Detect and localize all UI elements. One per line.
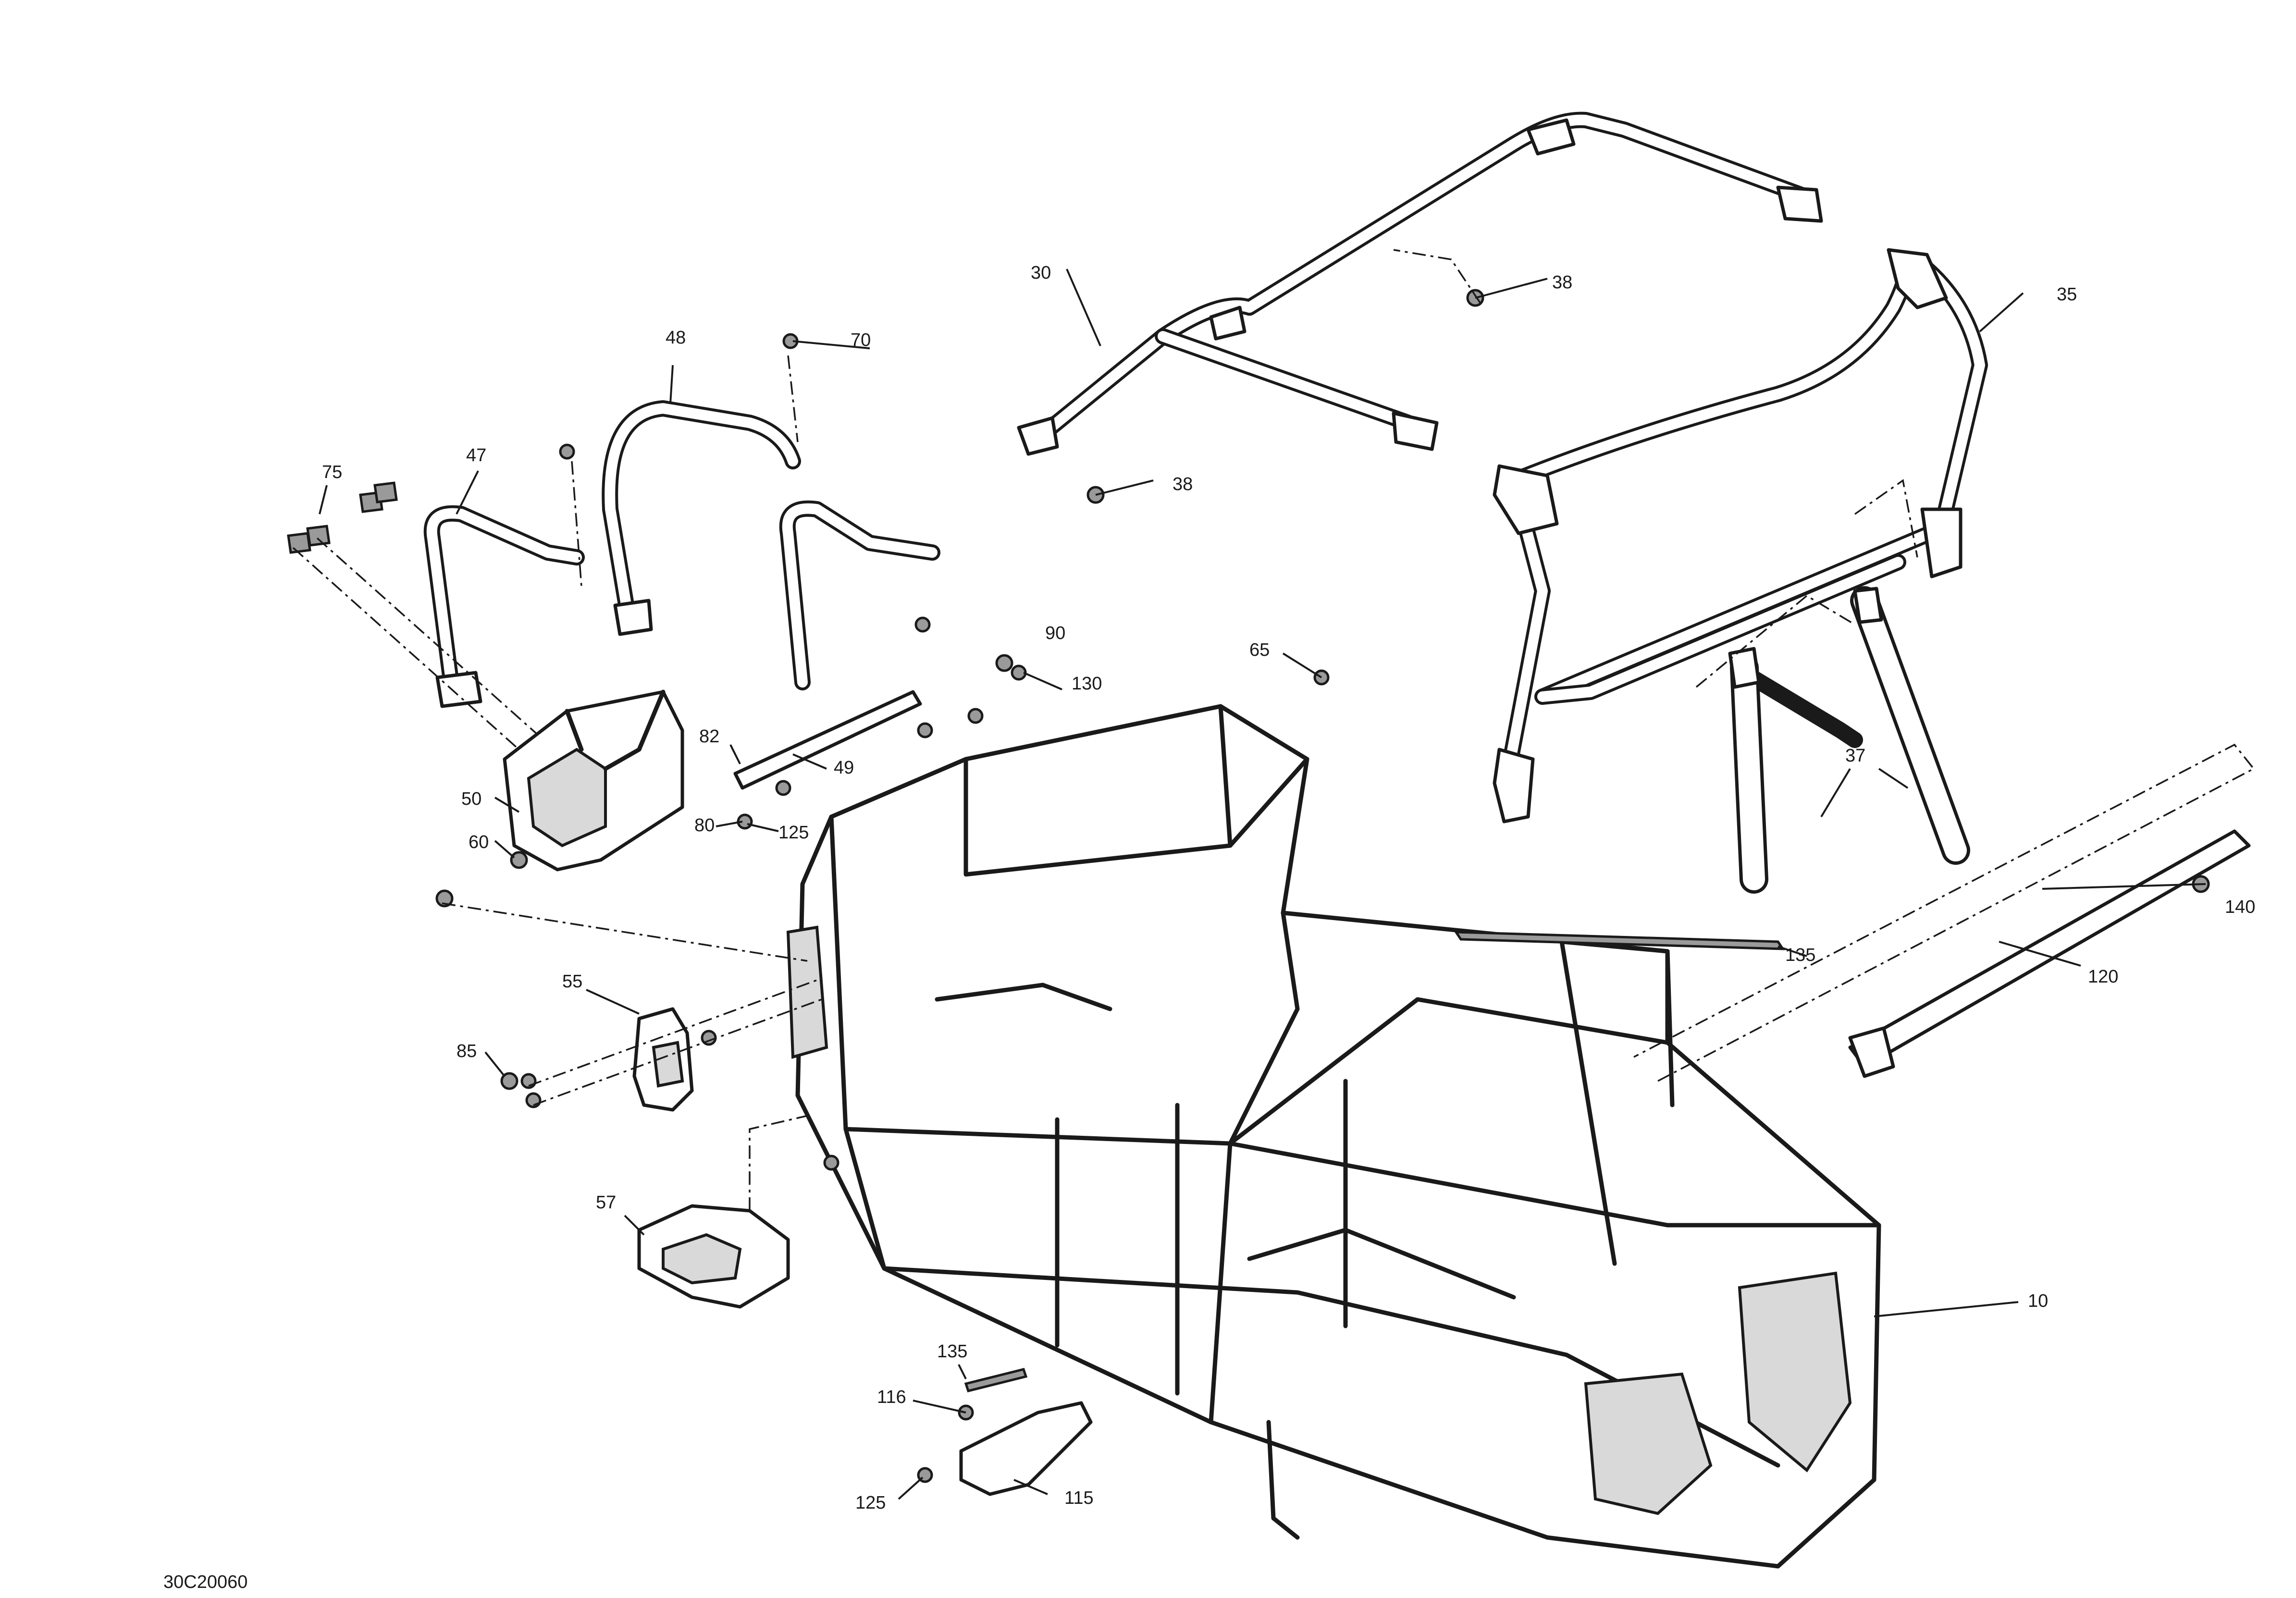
callout-60: 60 (469, 832, 489, 852)
callout-135-upper: 135 (1785, 945, 1815, 965)
callout-35: 35 (2057, 284, 2077, 305)
callout-38-upper: 38 (1552, 272, 1572, 293)
callout-leaders (319, 269, 2206, 1500)
engine-mount-55 (632, 1007, 694, 1112)
callout-10: 10 (2028, 1291, 2048, 1311)
callout-120: 120 (2088, 967, 2118, 987)
callout-65: 65 (1249, 640, 1270, 660)
callout-49: 49 (834, 758, 854, 778)
callout-140: 140 (2225, 897, 2255, 917)
figure-id: 30C20060 (163, 1572, 247, 1592)
callout-90: 90 (1045, 623, 1065, 643)
callout-75: 75 (322, 462, 342, 482)
callout-labels: 10 30 35 37 38 38 47 48 49 50 55 57 60 6… (322, 263, 2255, 1513)
callout-115: 115 (1064, 1488, 1094, 1508)
callout-57: 57 (596, 1192, 616, 1213)
callout-135-lower: 135 (937, 1341, 967, 1362)
engine-mount-57 (637, 1204, 790, 1309)
callout-38-lower: 38 (1173, 474, 1193, 494)
roll-cage-rear-section (1493, 248, 1988, 824)
front-bracket-50 (503, 689, 684, 872)
assembly-lines (292, 249, 2255, 1211)
roll-cage-front-hoop (1017, 111, 1823, 456)
callout-82: 82 (699, 726, 719, 747)
callout-30: 30 (1031, 263, 1051, 283)
mount-strip-49 (733, 690, 922, 790)
callout-47: 47 (466, 445, 486, 466)
hardware-fasteners (287, 289, 2210, 1483)
callout-130: 130 (1072, 674, 1102, 694)
callout-70: 70 (851, 330, 871, 350)
side-rail-120 (1848, 829, 2251, 1078)
callout-55: 55 (562, 971, 582, 992)
callout-85: 85 (457, 1041, 477, 1061)
main-chassis-frame (786, 704, 1881, 1569)
callout-125-lower: 125 (855, 1493, 886, 1513)
callout-125-upper: 125 (778, 823, 809, 843)
callout-50: 50 (461, 789, 481, 809)
callout-80: 80 (694, 815, 715, 836)
callout-116: 116 (877, 1387, 906, 1407)
bracket-115 (959, 1401, 1093, 1496)
callout-37: 37 (1845, 746, 1865, 766)
rear-struts (1728, 586, 1970, 894)
callout-48: 48 (666, 328, 686, 348)
front-upper-bars (423, 400, 940, 708)
